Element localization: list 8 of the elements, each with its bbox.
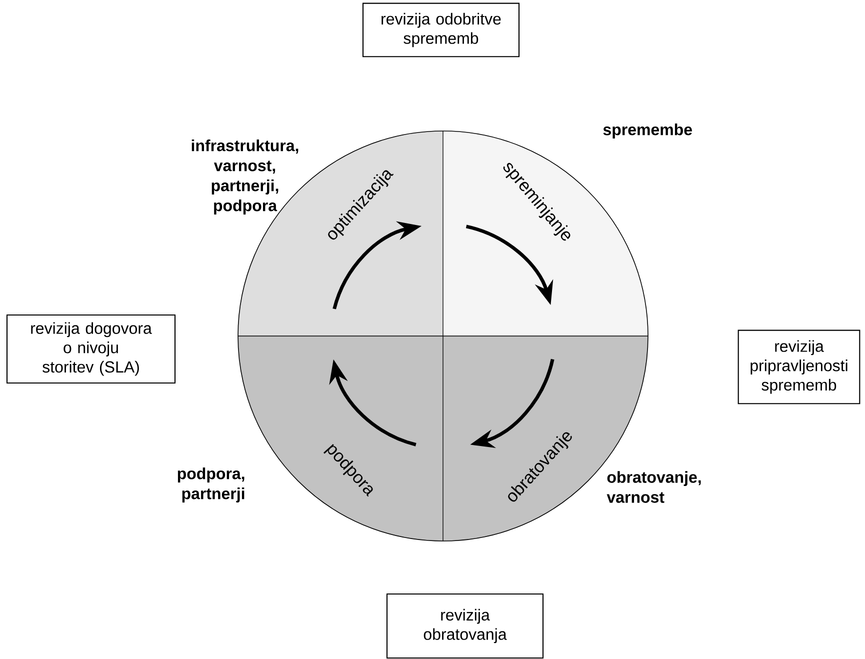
area-label: infrastruktura, varnost, partnerji, podpora	[192, 140, 298, 214]
review-box: revizija pripravljenosti sprememb	[738, 330, 860, 404]
review-box: revizija obratovanja	[386, 593, 544, 659]
area-label: podpora, partnerji	[178, 468, 244, 502]
review-box: revizija odobritve sprememb	[362, 2, 520, 58]
review-box: revizija dogovora o nivoju storitev (SLA)	[6, 314, 176, 384]
area-label: obratovanje, varnost	[606, 471, 701, 503]
area-label: spremembe	[603, 124, 692, 138]
